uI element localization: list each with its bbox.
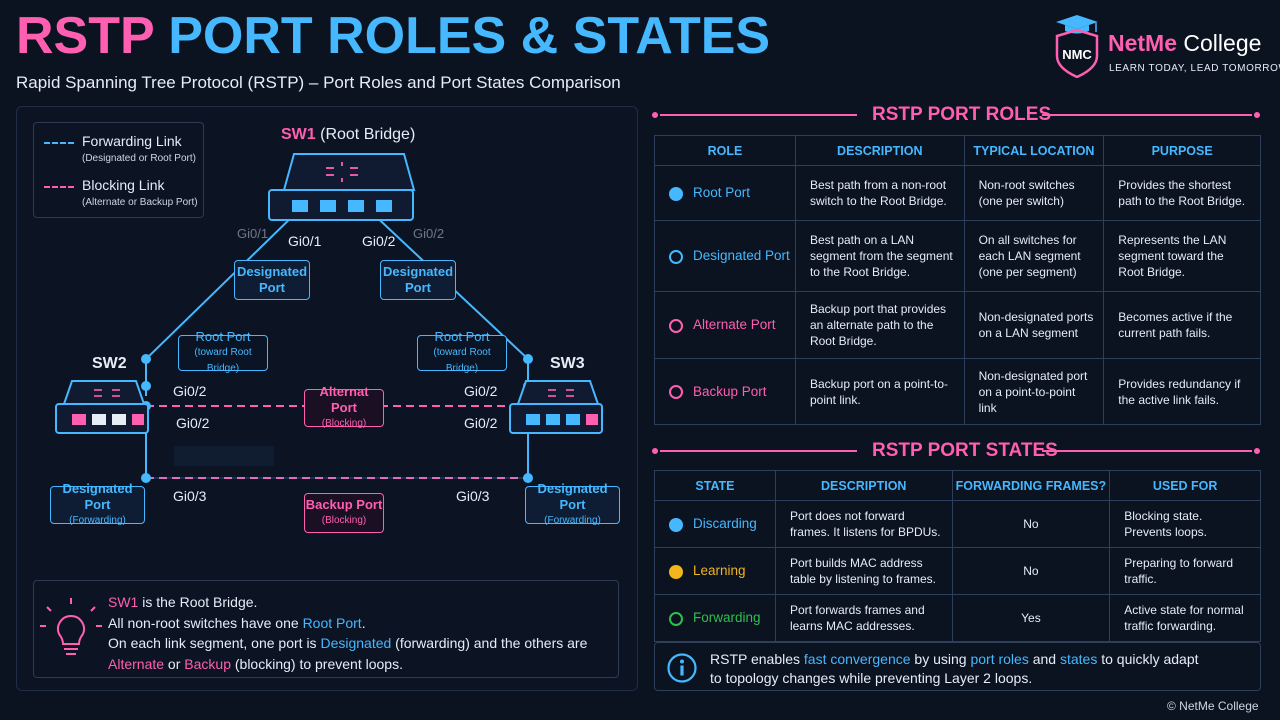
roles-heading-rule-right [1042,114,1252,116]
brand-name-part2: College [1177,30,1262,56]
title-part-roles-states: PORT ROLES & STATES [168,7,771,65]
root-port-left-box: Root Port (toward Root Bridge) [178,329,268,374]
title-part-rstp: RSTP [16,7,154,65]
table-row: Designated Port Best path on a LAN segme… [654,220,1261,292]
filled-circle-icon [669,186,683,201]
info-icon [667,653,697,683]
states-heading-rule-left [660,450,857,452]
legend-forwarding-sub: (Designated or Root Port) [82,153,196,164]
designated-forwarding-left-box: Designated Port (Forwarding) [50,481,145,526]
hollow-circle-icon [669,611,683,626]
roles-heading-rule-left [660,114,857,116]
table-row: Alternate Port Backup port that provides… [654,291,1261,359]
roles-header-purpose: PURPOSE [1103,135,1261,166]
root-port-right-box: Root Port (toward Root Bridge) [417,329,507,374]
designated-port-left-box: Designated Port [234,260,310,300]
sw2-port-bottom: Gi0/3 [173,488,207,504]
sw1-port-right: Gi0/2 [362,233,396,249]
lightbulb-icon [40,598,102,655]
states-heading: RSTP PORT STATES [872,440,1058,461]
hollow-circle-icon [669,318,683,333]
sw3-port-upper: Gi0/2 [464,383,498,399]
sw1-port-left-faded: Gi0/1 [237,226,269,241]
backup-port-box: Backup Port (Blocking) [304,493,384,533]
summary-note [33,580,619,678]
sw3-port-lower: Gi0/2 [464,415,498,431]
sw2-port-upper: Gi0/2 [173,383,207,399]
sw2-port-lower: Gi0/2 [176,415,210,431]
states-header-used-for: USED FOR [1109,470,1261,501]
roles-table: ROLE DESCRIPTION TYPICAL LOCATION PURPOS… [654,135,1261,425]
legend: Forwarding Link (Designated or Root Port… [33,122,204,218]
hollow-circle-icon [669,385,683,400]
sw3-label: SW3 [550,355,585,372]
designated-port-right-box: Designated Port [380,260,456,300]
brand-name-part1: NetMe [1108,30,1178,56]
states-table: STATE DESCRIPTION FORWARDING FRAMES? USE… [654,470,1261,642]
graduation-cap-shield-icon: NMC [1055,15,1099,78]
sw1-port-right-faded: Gi0/2 [413,226,445,241]
sw1-port-left: Gi0/1 [288,233,322,249]
info-note-text: RSTP enables fast convergence by using p… [710,651,1199,686]
table-row: Discarding Port does not forward frames.… [654,500,1261,548]
states-header-description: DESCRIPTION [774,470,953,501]
alternate-port-box: Alternat Port (Blocking) [304,384,384,429]
copyright: © NetMe College [1167,699,1259,713]
sw2-switch-icon [55,380,149,434]
hollow-circle-icon [669,249,683,264]
sw1-label: SW1 (Root Bridge) [281,126,416,143]
table-row: Backup Port Backup port on a point-to-po… [654,358,1261,425]
page-subtitle: Rapid Spanning Tree Protocol (RSTP) – Po… [16,73,621,92]
states-header-forwarding: FORWARDING FRAMES? [951,470,1111,501]
legend-blocking-swatch [44,186,74,188]
states-heading-rule-right [1042,450,1252,452]
table-row: Forwarding Port forwards frames and lear… [654,594,1261,642]
sw3-port-bottom: Gi0/3 [456,488,490,504]
table-row: Root Port Best path from a non-root swit… [654,165,1261,221]
states-header-state: STATE [654,470,776,501]
sw2-label: SW2 [92,355,127,372]
legend-blocking-title: Blocking Link [82,177,165,193]
filled-circle-icon [669,564,683,579]
info-note [654,642,1261,691]
topology-links [40,153,603,655]
legend-forwarding-swatch [44,142,74,144]
filled-circle-icon [669,517,683,532]
brand-tagline: LEARN TODAY, LEAD TOMORROW [1109,63,1280,74]
roles-header-role: ROLE [654,135,796,166]
brand-logo-text: NMC [1062,47,1092,62]
summary-note-text: SW1 is the Root Bridge. All non-root swi… [108,594,588,672]
sw1-switch-icon [268,153,416,221]
sw3-switch-icon [509,380,603,434]
roles-header-location: TYPICAL LOCATION [963,135,1105,166]
legend-blocking-sub: (Alternate or Backup Port) [82,197,198,208]
table-row: Learning Port builds MAC address table b… [654,547,1261,595]
roles-header-description: DESCRIPTION [794,135,965,166]
designated-forwarding-right-box: Designated Port (Forwarding) [525,481,620,526]
legend-forwarding-title: Forwarding Link [82,133,182,149]
page-title: RSTP PORT ROLES & STATES [16,6,770,66]
brand-name: NetMe College [1108,30,1261,57]
roles-heading: RSTP PORT ROLES [872,104,1052,125]
